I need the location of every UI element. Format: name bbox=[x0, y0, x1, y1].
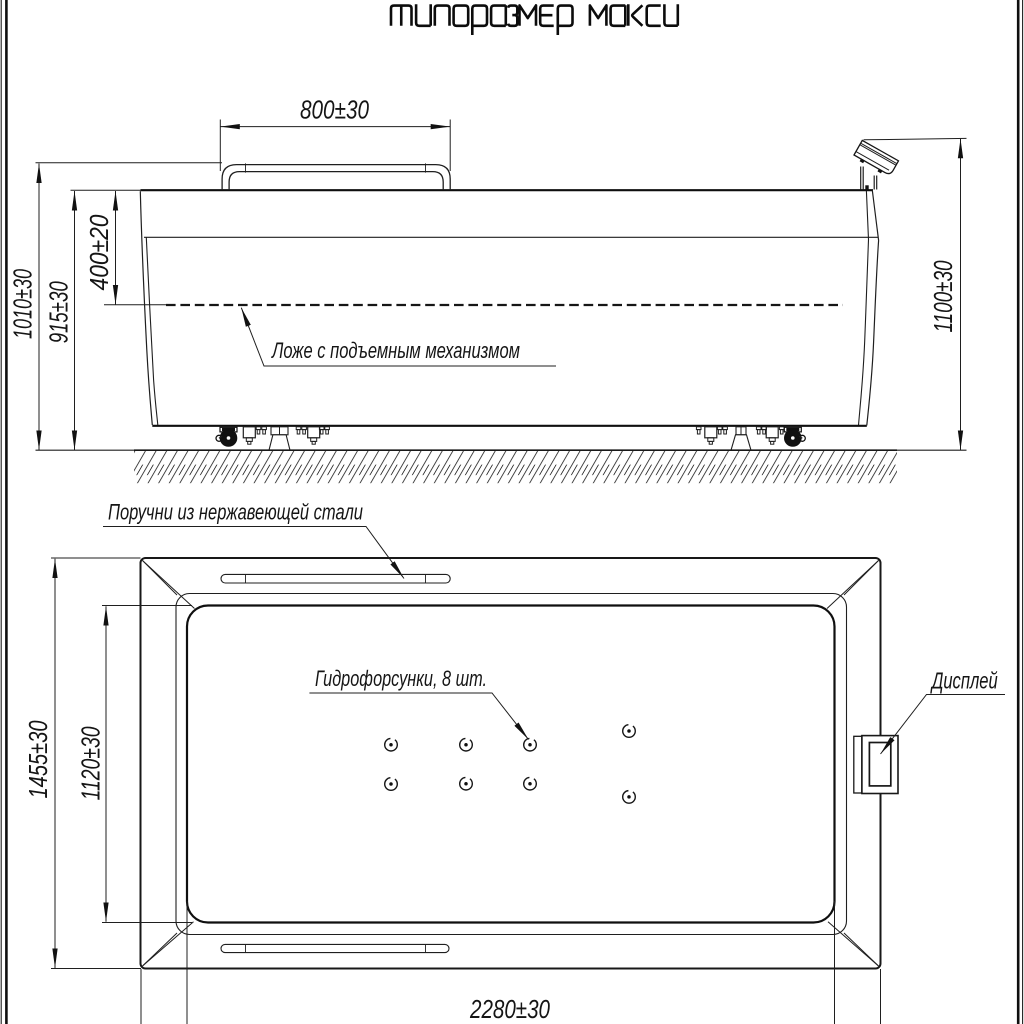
svg-text:915±30: 915±30 bbox=[44, 281, 74, 343]
svg-text:1455±30: 1455±30 bbox=[23, 720, 53, 798]
svg-text:400±20: 400±20 bbox=[84, 214, 114, 290]
svg-text:1120±30: 1120±30 bbox=[76, 726, 106, 800]
svg-text:800±30: 800±30 bbox=[300, 95, 369, 125]
svg-text:Поручни из нержавеющей стали: Поручни из нержавеющей стали bbox=[108, 500, 363, 525]
svg-text:1100±30: 1100±30 bbox=[928, 260, 958, 332]
svg-text:Гидрофорсунки, 8 шт.: Гидрофорсунки, 8 шт. bbox=[315, 666, 487, 691]
svg-text:Дисплей: Дисплей bbox=[930, 668, 998, 694]
svg-text:Ложе с подъемным механизмом: Ложе с подъемным механизмом bbox=[270, 338, 520, 363]
svg-text:1010±30: 1010±30 bbox=[8, 269, 38, 339]
svg-text:2280±30: 2280±30 bbox=[469, 994, 550, 1024]
